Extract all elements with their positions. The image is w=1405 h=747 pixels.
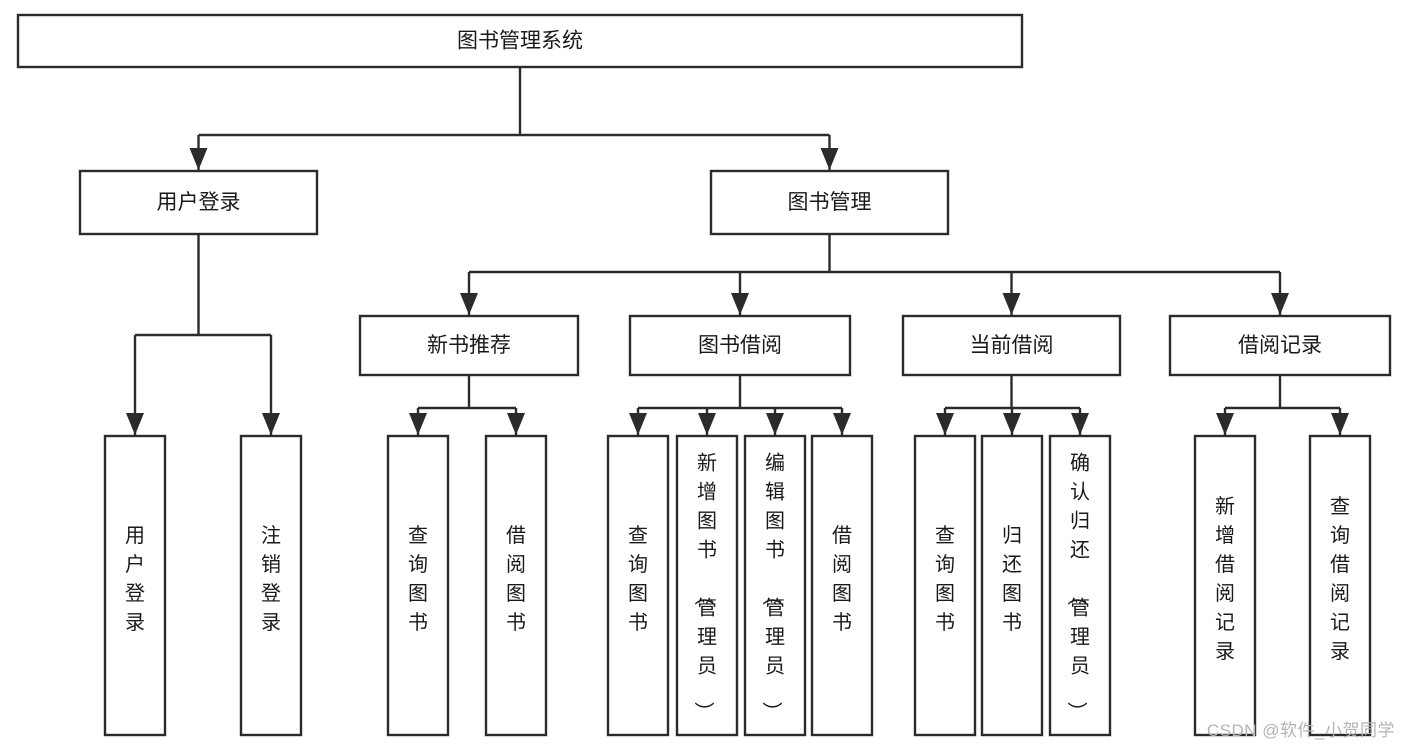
node-record-add[interactable]: 新增借阅记录 <box>1193 434 1257 737</box>
node-box-user-login <box>78 169 319 236</box>
node-label-new-book-recommend: 新书推荐 <box>427 334 511 357</box>
node-box-current-query-book <box>913 434 977 737</box>
arrow-head-icon <box>731 293 749 315</box>
node-borrow-query-book[interactable]: 查询图书 <box>606 434 670 737</box>
node-label-user-login-do: 用户登录 <box>125 525 145 634</box>
node-box-borrow-query-book <box>606 434 670 737</box>
node-label-user-login: 用户登录 <box>157 191 241 214</box>
node-current-confirm-return[interactable]: 确认归还（管理员） <box>1048 434 1112 737</box>
node-box-current-confirm-return <box>1048 434 1112 737</box>
node-label-recommend-query-book: 查询图书 <box>408 524 428 634</box>
node-label-current-return-book: 归还图书 <box>1002 524 1022 634</box>
node-box-recommend-query-book <box>386 434 450 737</box>
node-box-borrow-add-book <box>675 434 739 737</box>
arrow-head-icon <box>126 413 144 435</box>
node-box-borrow-record <box>1168 314 1392 377</box>
arrow-head-icon <box>1271 293 1289 315</box>
node-recommend-query-book[interactable]: 查询图书 <box>386 434 450 737</box>
arrow-head-icon <box>507 413 525 435</box>
node-borrow-borrow-book[interactable]: 借阅图书 <box>810 434 874 737</box>
node-label-user-logout: 注销登录 <box>261 524 281 634</box>
node-user-login[interactable]: 用户登录 <box>78 169 319 236</box>
node-label-borrow-query-book: 查询图书 <box>628 524 648 634</box>
node-box-record-add <box>1193 434 1257 737</box>
node-box-new-book-recommend <box>358 314 580 377</box>
node-box-record-query <box>1308 434 1372 737</box>
node-label-book-borrow: 图书借阅 <box>698 334 782 357</box>
node-borrow-add-book[interactable]: 新增图书（管理员） <box>675 434 739 737</box>
node-label-borrow-record: 借阅记录 <box>1238 334 1322 357</box>
arrow-head-icon <box>1071 413 1089 435</box>
node-label-record-query: 查询借阅记录 <box>1330 495 1350 663</box>
arrow-head-icon <box>262 413 280 435</box>
arrow-head-icon <box>820 148 839 170</box>
node-new-book-recommend[interactable]: 新书推荐 <box>358 314 580 377</box>
node-label-current-borrow: 当前借阅 <box>970 334 1054 357</box>
node-box-user-login-do <box>103 434 167 737</box>
node-box-recommend-borrow-book <box>484 434 548 737</box>
arrow-head-icon <box>833 413 851 435</box>
node-borrow-record[interactable]: 借阅记录 <box>1168 314 1392 377</box>
edge-layer <box>126 67 1349 435</box>
node-box-book-management <box>709 169 950 236</box>
node-user-logout[interactable]: 注销登录 <box>239 434 303 737</box>
node-layer: 图书管理系统用户登录图书管理用户登录注销登录新书推荐查询图书借阅图书图书借阅查询… <box>16 13 1392 737</box>
node-box-user-logout <box>239 434 303 737</box>
node-borrow-edit-book[interactable]: 编辑图书（管理员） <box>743 434 807 737</box>
arrow-head-icon <box>629 413 647 435</box>
node-book-borrow[interactable]: 图书借阅 <box>628 314 852 377</box>
node-label-current-query-book: 查询图书 <box>935 524 955 634</box>
node-box-borrow-borrow-book <box>810 434 874 737</box>
node-label-recommend-borrow-book: 借阅图书 <box>506 524 526 634</box>
arrow-head-icon <box>936 413 954 435</box>
node-current-return-book[interactable]: 归还图书 <box>980 434 1044 737</box>
node-recommend-borrow-book[interactable]: 借阅图书 <box>484 434 548 737</box>
node-box-current-return-book <box>980 434 1044 737</box>
node-label-current-confirm-return: 确认归还（管理员） <box>1065 452 1090 722</box>
node-box-borrow-edit-book <box>743 434 807 737</box>
arrow-head-icon <box>460 293 478 315</box>
arrow-head-icon <box>1002 293 1021 315</box>
node-label-record-add: 新增借阅记录 <box>1215 495 1235 663</box>
watermark-text: CSDN @软件_小贺同学 <box>1206 721 1395 740</box>
node-box-root <box>16 13 1024 69</box>
node-label-book-management: 图书管理 <box>788 191 872 214</box>
arrow-head-icon <box>1003 413 1021 435</box>
node-record-query[interactable]: 查询借阅记录 <box>1308 434 1372 737</box>
arrow-head-icon <box>409 413 427 435</box>
node-box-book-borrow <box>628 314 852 377</box>
node-current-query-book[interactable]: 查询图书 <box>913 434 977 737</box>
arrow-head-icon <box>189 148 208 170</box>
node-current-borrow[interactable]: 当前借阅 <box>901 314 1122 377</box>
node-label-borrow-edit-book: 编辑图书（管理员） <box>760 452 785 722</box>
node-book-management[interactable]: 图书管理 <box>709 169 950 236</box>
arrow-head-icon <box>698 413 716 435</box>
arrow-head-icon <box>1216 413 1234 435</box>
node-label-borrow-add-book: 新增图书（管理员） <box>692 452 717 722</box>
arrow-head-icon <box>766 413 784 435</box>
node-label-root: 图书管理系统 <box>457 30 583 53</box>
node-root[interactable]: 图书管理系统 <box>16 13 1024 69</box>
node-box-current-borrow <box>901 314 1122 377</box>
node-label-borrow-borrow-book: 借阅图书 <box>832 524 852 634</box>
arrow-head-icon <box>1331 413 1349 435</box>
node-user-login-do[interactable]: 用户登录 <box>103 434 167 737</box>
